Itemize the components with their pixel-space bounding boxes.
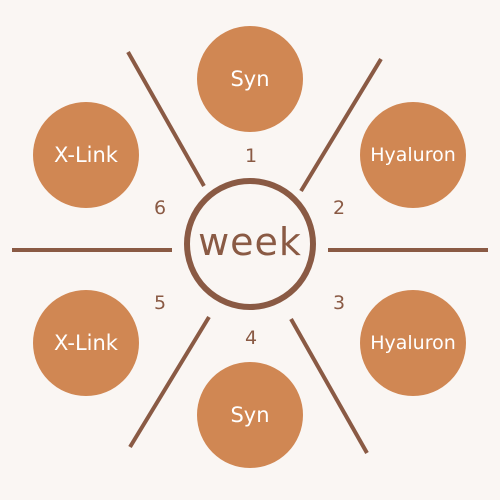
step-number-6: 6 — [153, 197, 167, 219]
spoke-line-lower-left — [128, 315, 211, 449]
node-syn-top: Syn — [197, 26, 303, 132]
node-label: Hyaluron — [370, 332, 456, 354]
node-hyaluron-upper: Hyaluron — [360, 102, 466, 208]
spoke-line-lower-right — [289, 318, 369, 454]
node-xlink-upper: X-Link — [33, 102, 139, 208]
center-label: week — [198, 220, 302, 264]
center-week-ring: week — [184, 178, 316, 310]
node-label: X-Link — [54, 143, 118, 167]
spoke-line-upper-left — [126, 51, 206, 187]
step-number-5: 5 — [153, 292, 167, 314]
node-label: Syn — [230, 403, 270, 427]
node-label: X-Link — [54, 331, 118, 355]
node-hyaluron-lower: Hyaluron — [360, 290, 466, 396]
step-number-2: 2 — [332, 197, 346, 219]
node-label: Syn — [230, 67, 270, 91]
step-number-1: 1 — [244, 145, 258, 167]
node-label: Hyaluron — [370, 144, 456, 166]
step-number-4: 4 — [244, 327, 258, 349]
step-number-3: 3 — [332, 292, 346, 314]
node-xlink-lower: X-Link — [33, 290, 139, 396]
node-syn-bottom: Syn — [197, 362, 303, 468]
spoke-line-upper-right — [299, 57, 383, 193]
